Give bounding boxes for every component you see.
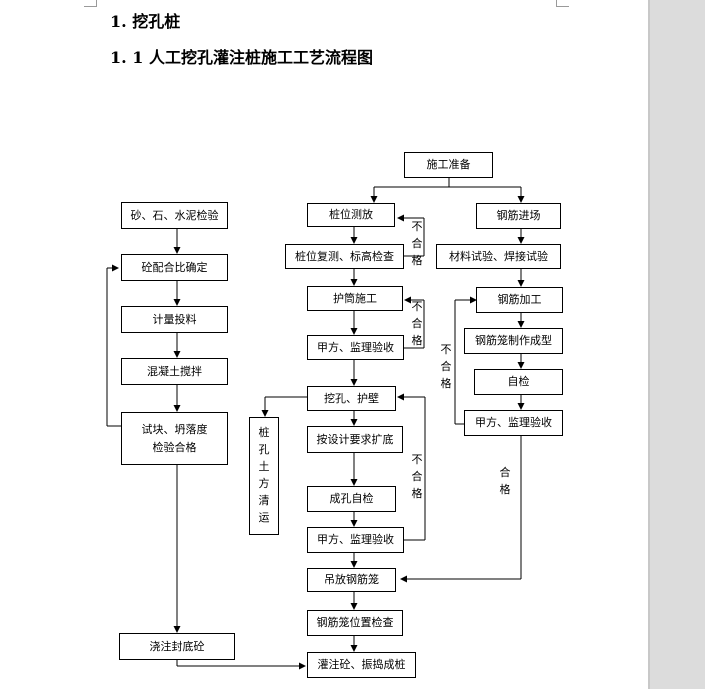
fail-label-3: 不合格: [411, 453, 423, 500]
node-materials-inspection: 砂、石、水泥检验: [121, 202, 228, 229]
node-hole-self-check: 成孔自检: [307, 486, 396, 512]
page-side-gutter: [650, 0, 705, 689]
margin-corner-mark: [556, 0, 569, 7]
node-rebar-arrival: 钢筋进场: [476, 203, 561, 229]
node-bottom-seal-concrete: 浇注封底砼: [119, 633, 235, 660]
node-rebar-processing: 钢筋加工: [476, 287, 563, 313]
node-expand-bottom: 按设计要求扩底: [307, 426, 403, 453]
fail-label-4: 不合格: [440, 343, 452, 390]
node-acceptance-3: 甲方、监理验收: [464, 410, 563, 436]
node-acceptance-1: 甲方、监理验收: [307, 335, 404, 360]
node-metering: 计量投料: [121, 306, 228, 333]
node-concrete-mixing: 混凝土搅拌: [121, 358, 228, 385]
node-pile-position-survey: 桩位测放: [307, 203, 395, 227]
node-slump-test-line2: 检验合格: [152, 440, 197, 454]
subsection-heading: 1. 1 人工挖孔灌注桩施工工艺流程图: [110, 48, 373, 67]
node-slump-test: 试块、坍落度 检验合格: [121, 412, 228, 465]
section-heading: 1. 挖孔桩: [110, 12, 181, 31]
node-material-test: 材料试验、焊接试验: [436, 244, 561, 269]
node-self-check-2: 自检: [474, 369, 563, 395]
margin-corner-mark: [84, 0, 97, 7]
fail-label-1: 不合格: [411, 220, 423, 267]
node-pile-recheck: 桩位复测、标高检查: [285, 244, 404, 269]
node-acceptance-2: 甲方、监理验收: [307, 527, 404, 553]
node-casing-construction: 护筒施工: [307, 286, 403, 311]
node-cage-position-check: 钢筋笼位置检查: [307, 610, 403, 636]
node-cage-fabrication: 钢筋笼制作成型: [464, 328, 563, 354]
fail-label-2: 不合格: [411, 300, 423, 347]
node-pour-concrete: 灌注砼、振捣成桩: [307, 652, 416, 678]
node-soil-removal: 桩孔土方清运: [249, 417, 279, 535]
page-edge: [648, 0, 650, 689]
node-dig-hole: 挖孔、护壁: [307, 386, 396, 411]
node-hoist-cage: 吊放钢筋笼: [307, 568, 396, 592]
node-mix-ratio: 砼配合比确定: [121, 254, 228, 281]
node-construction-prep: 施工准备: [404, 152, 493, 178]
node-slump-test-line1: 试块、坍落度: [141, 422, 208, 436]
node-soil-removal-text: 桩孔土方清运: [258, 426, 270, 524]
pass-label: 合格: [499, 466, 511, 496]
